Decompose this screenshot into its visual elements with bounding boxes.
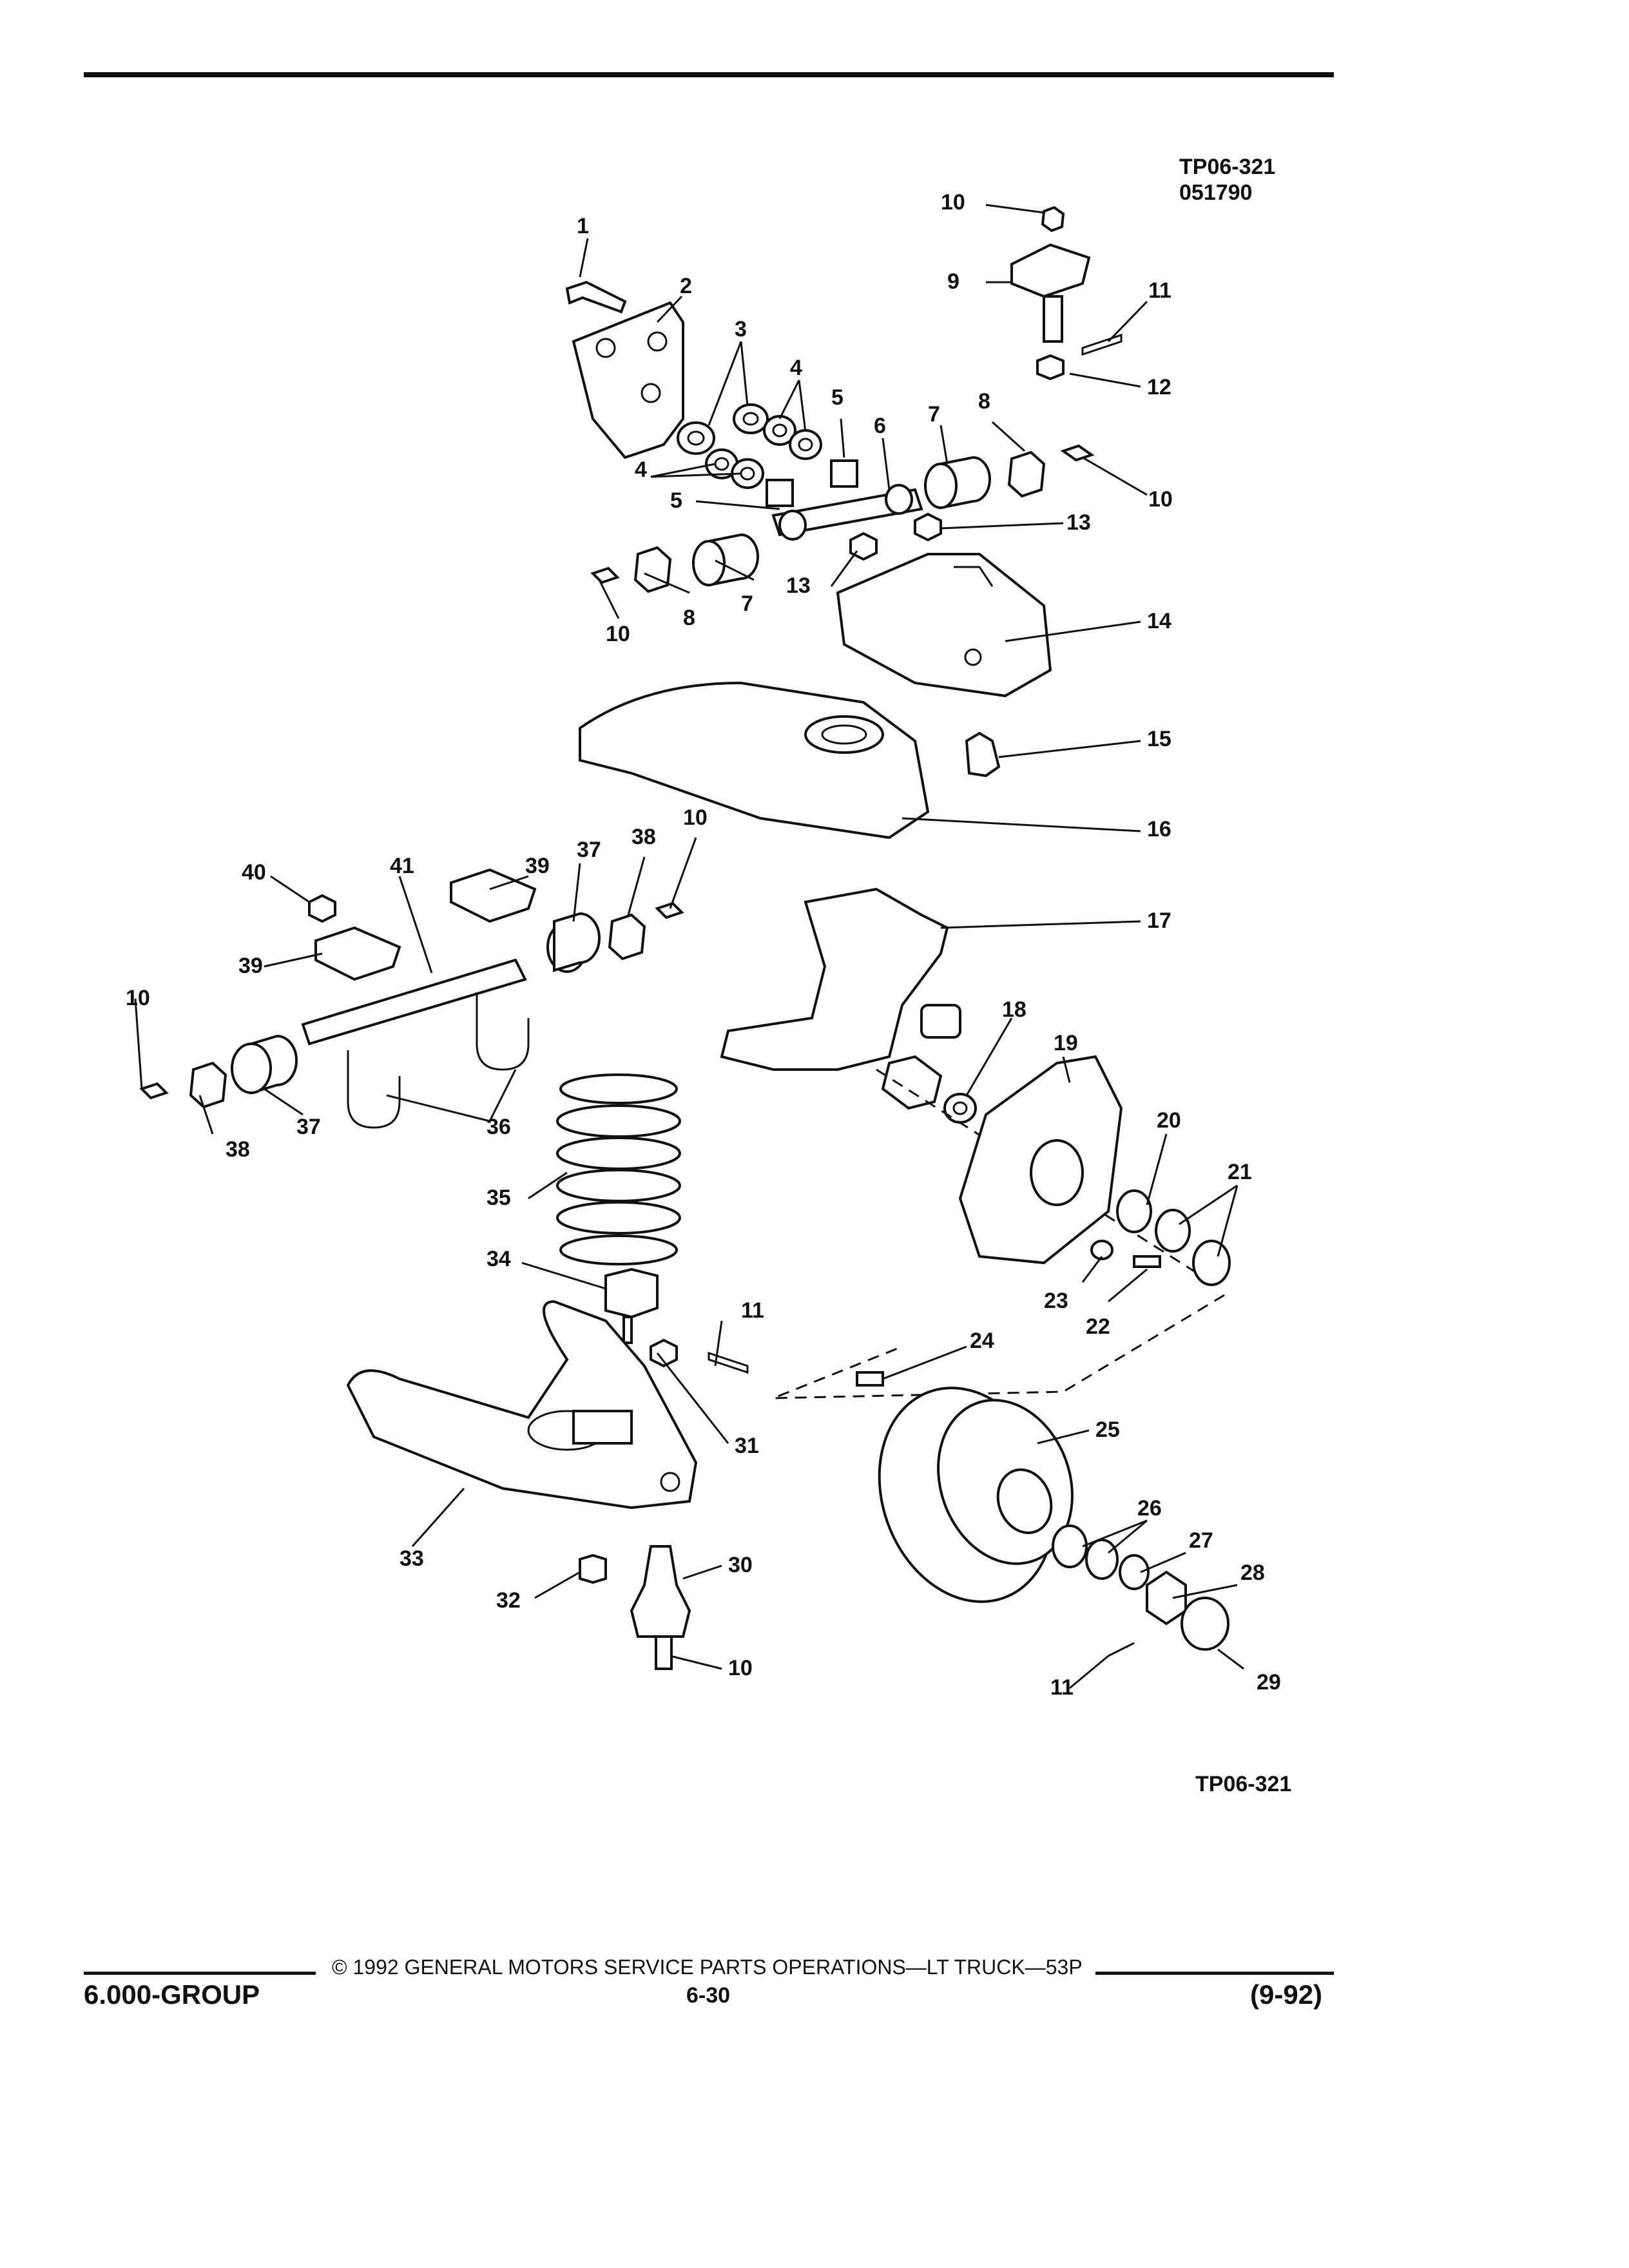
callout-29: 29 <box>1257 1670 1281 1695</box>
callout-7: 7 <box>928 402 940 427</box>
callout-8: 8 <box>978 389 990 414</box>
callout-10c: 10 <box>606 622 630 646</box>
callout-39b: 39 <box>238 954 263 978</box>
callout-41: 41 <box>390 854 414 878</box>
footer-rule-right <box>1095 1972 1334 1975</box>
frame-section <box>579 681 1001 840</box>
coil-spring <box>556 1073 681 1265</box>
callout-5b: 5 <box>670 488 682 513</box>
callout-37b: 37 <box>296 1115 321 1139</box>
callout-39a: 39 <box>525 854 550 878</box>
callout-8b: 8 <box>683 606 695 630</box>
callout-15: 15 <box>1147 727 1171 751</box>
figure-bottom-code: TP06-321 <box>1195 1772 1292 1796</box>
callout-19: 19 <box>1054 1031 1078 1055</box>
callout-13a: 13 <box>1066 510 1091 535</box>
callout-27: 27 <box>1189 1528 1213 1553</box>
figure-code: TP06-321 <box>1179 155 1276 179</box>
callout-9: 9 <box>947 269 959 294</box>
callout-17: 17 <box>1147 908 1171 933</box>
callout-22: 22 <box>1086 1314 1110 1339</box>
callout-11c: 11 <box>1050 1675 1074 1700</box>
callout-11b: 11 <box>741 1298 764 1323</box>
callout-10d: 10 <box>683 805 708 830</box>
callout-6: 6 <box>874 414 886 438</box>
bushing-row <box>677 403 858 507</box>
callout-2: 2 <box>680 274 692 298</box>
callout-26: 26 <box>1137 1496 1162 1521</box>
figure-date-code: 051790 <box>1179 180 1253 205</box>
lower-ball-joint <box>579 1338 749 1670</box>
callout-10b: 10 <box>1148 487 1173 512</box>
upper-ball-joint <box>1010 206 1123 381</box>
lower-shaft-assembly <box>139 868 684 1129</box>
callout-10a: 10 <box>941 190 965 215</box>
callout-5: 5 <box>831 385 843 410</box>
lower-control-arm <box>346 1300 698 1510</box>
callout-10f: 10 <box>728 1656 753 1680</box>
footer-copyright: © 1992 GENERAL MOTORS SERVICE PARTS OPER… <box>332 1956 1083 1979</box>
callout-4: 4 <box>790 356 802 380</box>
footer-revision: (9-92) <box>1250 1979 1323 2010</box>
top-rule <box>84 72 1334 77</box>
callout-20: 20 <box>1157 1108 1181 1133</box>
callout-14: 14 <box>1147 609 1171 633</box>
callout-1: 1 <box>577 214 589 238</box>
callout-33: 33 <box>400 1546 424 1571</box>
callout-40: 40 <box>242 860 266 885</box>
callout-30: 30 <box>728 1553 753 1577</box>
callout-35: 35 <box>487 1186 511 1210</box>
lower-bumper <box>604 1267 659 1344</box>
callout-13b: 13 <box>786 573 811 598</box>
callout-16: 16 <box>1147 817 1171 841</box>
callout-25: 25 <box>1095 1418 1120 1442</box>
upper-bracket-group <box>565 280 684 459</box>
callout-24: 24 <box>970 1329 994 1353</box>
splash-shield-and-bearings <box>773 1055 1231 1399</box>
callout-38b: 38 <box>226 1137 250 1162</box>
callout-leaders <box>134 204 1244 1689</box>
callout-18: 18 <box>1002 997 1027 1022</box>
callout-4b: 4 <box>635 457 647 482</box>
callout-37a: 37 <box>577 838 601 862</box>
upper-shaft-assembly <box>590 444 1095 593</box>
callout-3: 3 <box>735 317 747 341</box>
steering-knuckle <box>720 887 1212 1283</box>
rotor-hub-assembly <box>856 1371 1229 1657</box>
callout-7b: 7 <box>741 591 753 616</box>
callout-28: 28 <box>1240 1561 1265 1585</box>
callout-11a: 11 <box>1148 278 1171 303</box>
callout-38a: 38 <box>631 825 656 849</box>
callout-21: 21 <box>1228 1160 1252 1184</box>
upper-control-arm <box>836 553 1052 698</box>
footer-page-number: 6-30 <box>686 1983 731 2008</box>
callout-23: 23 <box>1044 1289 1068 1313</box>
callout-31: 31 <box>735 1434 759 1458</box>
callout-labels: 1 2 3 4 4 5 5 6 7 7 8 8 9 10 10 10 10 10… <box>126 190 1281 1700</box>
callout-32: 32 <box>496 1588 521 1613</box>
callout-34: 34 <box>487 1247 511 1271</box>
callout-10e: 10 <box>126 986 150 1010</box>
footer-group: 6.000-GROUP <box>84 1979 260 2010</box>
footer-rule-left <box>84 1972 316 1975</box>
callout-36: 36 <box>487 1115 511 1139</box>
callout-12: 12 <box>1147 375 1171 399</box>
